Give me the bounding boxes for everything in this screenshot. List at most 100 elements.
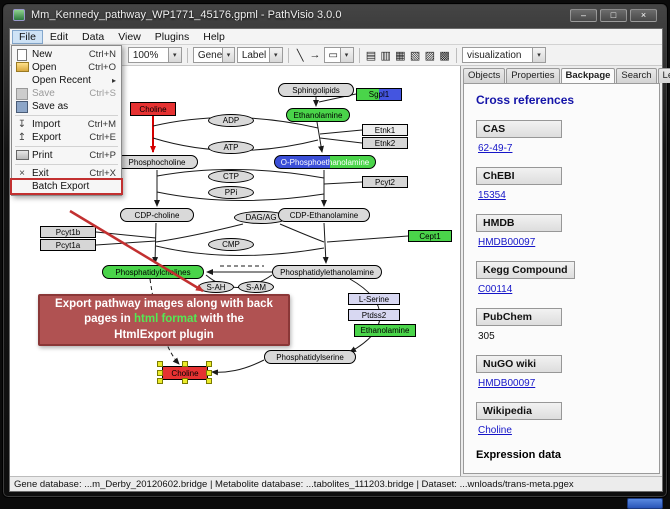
menubar-item-help[interactable]: Help	[203, 30, 225, 43]
datanode-combo-value: Gene	[197, 49, 223, 61]
pathway-node-ppi[interactable]: PPi	[208, 186, 254, 199]
pathway-edge[interactable]	[319, 129, 363, 135]
menubar-item-view[interactable]: View	[118, 30, 141, 43]
pathway-edge[interactable]	[211, 359, 265, 376]
pathway-node-cdp-ethanolamine[interactable]: CDP-Ethanolamine	[278, 208, 370, 222]
pathway-edge[interactable]	[319, 137, 363, 144]
pathway-edge[interactable]	[316, 121, 324, 153]
menubar-item-edit[interactable]: Edit	[49, 30, 69, 43]
menubar-item-file[interactable]: File	[12, 29, 43, 44]
pathway-node-etnk2[interactable]: Etnk2	[362, 137, 408, 149]
align-vertical-button[interactable]: ▥	[379, 47, 392, 64]
pathway-node-pcyt2[interactable]: Pcyt2	[362, 176, 408, 188]
selection-handle[interactable]	[206, 361, 212, 367]
pathway-edge[interactable]	[279, 223, 325, 243]
xref-link-kegg-compound[interactable]: C00114	[478, 284, 513, 295]
pathway-node-ethanolamine[interactable]: Ethanolamine	[286, 108, 350, 122]
distribute-vertical-button[interactable]: ▨	[423, 47, 436, 64]
pathway-node-cmp[interactable]: CMP	[208, 238, 254, 251]
pathway-edge[interactable]	[95, 231, 157, 239]
file-menu-item-batch-export[interactable]: Batch Export	[10, 178, 123, 195]
taskbar-fragment[interactable]	[627, 498, 663, 509]
menubar-item-plugins[interactable]: Plugins	[154, 30, 190, 43]
pathway-edge[interactable]	[152, 222, 159, 264]
pathway-edge[interactable]	[322, 222, 329, 264]
file-menu-item-open-recent[interactable]: Open Recent▸	[12, 74, 121, 87]
titlebar[interactable]: Mm_Kennedy_pathway_WP1771_45176.gpml - P…	[3, 4, 667, 26]
xref-link-chebi[interactable]: 15354	[478, 190, 506, 201]
pathway-node-pcyt1b[interactable]: Pcyt1b	[40, 226, 96, 238]
pathway-edge[interactable]	[149, 278, 180, 365]
pathway-node-sphingolipids[interactable]: Sphingolipids	[278, 83, 354, 97]
pathway-node-phosphatidylethanolamine[interactable]: Phosphatidylethanolamine	[272, 265, 382, 279]
pathway-node-phosphocholine[interactable]: Phosphocholine	[116, 155, 198, 169]
pathway-edge[interactable]	[156, 191, 325, 202]
tab-backpage[interactable]: Backpage	[560, 68, 616, 83]
distribute-horizontal-button[interactable]: ▧	[409, 47, 422, 64]
pathway-node-adp[interactable]: ADP	[208, 114, 254, 127]
align-horizontal-button[interactable]: ▤	[365, 47, 378, 64]
pathway-node-ptdss2[interactable]: Ptdss2	[348, 309, 400, 321]
selection-handle[interactable]	[206, 378, 212, 384]
pathway-node-cept1[interactable]: Cept1	[408, 230, 452, 242]
close-button[interactable]: ×	[630, 8, 657, 22]
label-combo-value: Label	[241, 49, 267, 61]
pathway-edge[interactable]	[323, 181, 363, 185]
file-menu-item-save-as[interactable]: Save as	[12, 100, 121, 113]
selection-handle[interactable]	[182, 378, 188, 384]
arrow-tool-button[interactable]: →	[309, 47, 322, 64]
pathway-node-ctp[interactable]: CTP	[208, 170, 254, 183]
selection-handle[interactable]	[157, 361, 163, 367]
selection-handle[interactable]	[157, 378, 163, 384]
exit-icon: ×	[19, 168, 25, 179]
label-combo[interactable]: Label▾	[236, 47, 283, 63]
shape-combo[interactable]: ▭▾	[323, 47, 354, 63]
selection-handle[interactable]	[182, 361, 188, 367]
pathway-edge[interactable]	[95, 240, 157, 246]
zoom-combo[interactable]: 100%▾	[127, 47, 182, 63]
pathway-node-phosphatidylcholines[interactable]: Phosphatidylcholines	[102, 265, 204, 279]
maximize-button[interactable]: □	[600, 8, 627, 22]
selection-handle[interactable]	[157, 370, 163, 376]
tab-objects[interactable]: Objects	[463, 68, 506, 83]
pathway-node-s-ah[interactable]: S-AH	[198, 281, 234, 293]
tab-legend[interactable]: Legend	[657, 68, 670, 83]
minimize-button[interactable]: –	[570, 8, 597, 22]
menubar-item-data[interactable]: Data	[82, 30, 105, 43]
xref-link-hmdb[interactable]: HMDB00097	[478, 237, 536, 248]
line-tool-button[interactable]: ╲	[294, 47, 307, 64]
pathway-node-sgpl1[interactable]: Sgpl1	[356, 88, 402, 101]
pathway-node-s-am[interactable]: S-AM	[238, 281, 274, 293]
pathway-node-etnk1[interactable]: Etnk1	[362, 124, 408, 136]
pathway-node-cdp-choline[interactable]: CDP-choline	[120, 208, 194, 222]
pathway-node-phosphatidylserine[interactable]: Phosphatidylserine	[264, 350, 356, 364]
file-menu-item-label: Print	[32, 150, 53, 161]
pathway-node-o-phosphoethanolamine[interactable]: O-Phosphoethanolamine	[274, 155, 376, 169]
datanode-combo[interactable]: Gene▾	[192, 47, 235, 63]
visualization-combo[interactable]: visualization▾	[462, 47, 546, 63]
selection-handle[interactable]	[206, 370, 212, 376]
align-center-button[interactable]: ▦	[394, 47, 407, 64]
pathway-node-pcyt1a[interactable]: Pcyt1a	[40, 239, 96, 251]
tab-properties[interactable]: Properties	[506, 68, 560, 83]
xref-link-nugo-wiki[interactable]: HMDB00097	[478, 378, 536, 389]
pathway-edge[interactable]	[326, 235, 409, 243]
pathway-node-choline-top[interactable]: Choline	[130, 102, 176, 116]
pathway-node-l-serine[interactable]: L-Serine	[348, 293, 400, 305]
pathway-node-atp[interactable]: ATP	[208, 141, 254, 154]
pathway-edge[interactable]	[205, 274, 273, 288]
xref-link-wikipedia[interactable]: Choline	[478, 425, 512, 436]
xref-link-cas[interactable]: 62-49-7	[478, 143, 513, 154]
stack-button[interactable]: ▩	[438, 47, 451, 64]
pathway-node-ethanolamine-2[interactable]: Ethanolamine	[354, 324, 416, 337]
tab-search[interactable]: Search	[616, 68, 657, 83]
